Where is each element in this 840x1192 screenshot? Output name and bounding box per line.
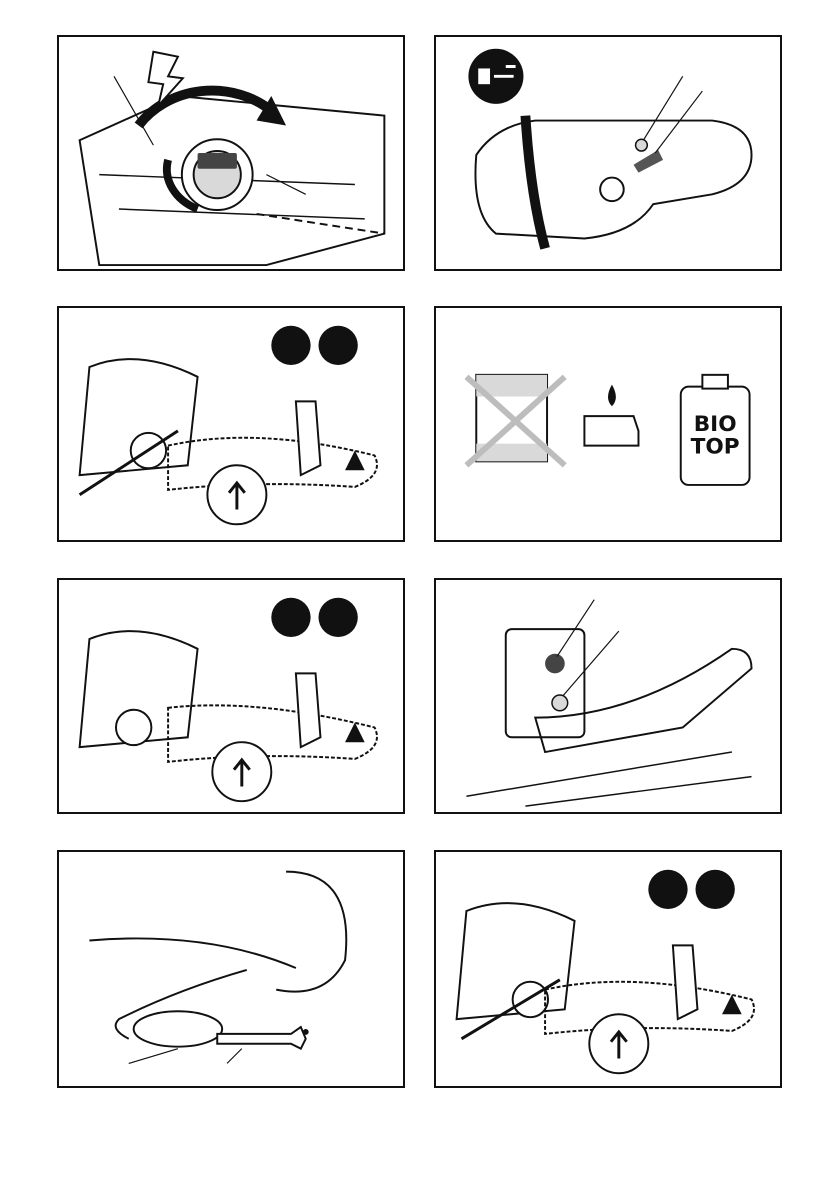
gloves-icon [318,598,357,637]
gloves-icon [696,870,735,909]
chain-brake-illustration [436,37,780,269]
figure-1-panel [57,35,405,271]
unplug-icon [648,870,687,909]
figure-5-panel [57,578,405,814]
bio-label: BIO [694,412,737,437]
tension-check-illustration [59,308,403,540]
unplug-icon [271,326,310,365]
tension-knob-illustration [59,37,403,269]
extension-cord-illustration [59,852,403,1086]
gloves-icon [318,326,357,365]
top-label: TOP [691,434,740,459]
oil-tank-cap-illustration [436,580,780,812]
figure-8-panel [434,850,782,1088]
unplug-icon [271,598,310,637]
figure-4-panel: BIO TOP [434,306,782,542]
figure-3-panel [57,306,405,542]
tension-adjust-illustration [59,580,403,812]
figure-7-panel [57,850,405,1088]
oil-selection-illustration: BIO TOP [436,308,780,540]
figure-6-panel [434,578,782,814]
figure-2-panel [434,35,782,271]
tension-check-variant-illustration [436,852,780,1086]
